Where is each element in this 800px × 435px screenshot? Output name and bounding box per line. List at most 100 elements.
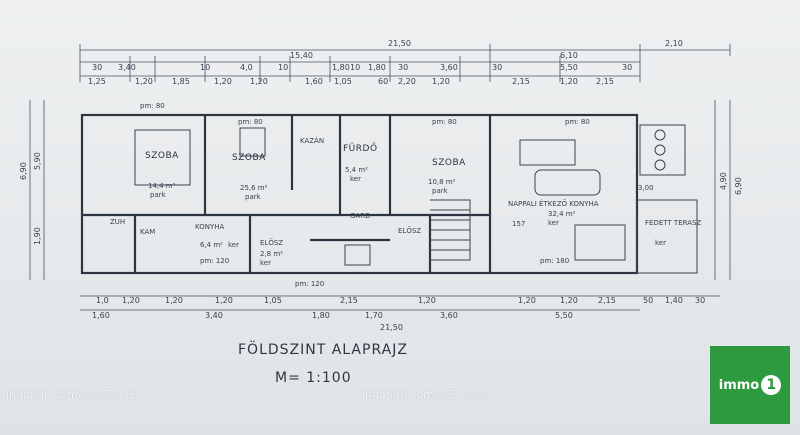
room-konyha-area: 6,4 m²: [200, 241, 223, 249]
dim-b1-10: 50: [643, 296, 653, 305]
room-labels: SZOBA 14,4 m² park SZOBA 25,6 m² park KA…: [110, 136, 701, 267]
dim-left-0: 6,90: [19, 162, 28, 180]
dim-r2-8: 30: [398, 63, 408, 72]
dim-r3-9: 1,20: [432, 77, 450, 86]
dim-b1-11: 1,40: [665, 296, 683, 305]
dim-r2-11: 5,50: [560, 63, 578, 72]
room-szoba-2-area: 25,6 m²: [240, 184, 268, 192]
dim-b2-3: 1,70: [365, 311, 383, 320]
dim-b1-7: 1,20: [518, 296, 536, 305]
room-szoba-3-floor: park: [432, 187, 449, 195]
dim-left-1: 5,90: [33, 152, 42, 170]
annotation-2: pm: 80: [432, 118, 457, 126]
room-gard: GARD: [350, 212, 370, 220]
room-szoba-1-area: 14,4 m²: [148, 182, 176, 190]
dim-r3-1: 1,20: [135, 77, 153, 86]
side-dimension-labels: 6,90 5,90 1,90 4,90 6,90: [19, 152, 743, 245]
dim-r2-3: 4,0: [240, 63, 253, 72]
room-konyha: KONYHA: [195, 223, 224, 231]
annotation-7: 3,00: [638, 184, 654, 192]
annotation-6: pm: 120: [295, 280, 324, 288]
dim-b1-12: 30: [695, 296, 705, 305]
dim-side-top: 6,10: [560, 51, 578, 60]
room-szoba-2: SZOBA: [232, 153, 266, 163]
dim-r3-11: 1,20: [560, 77, 578, 86]
dim-r2-12: 30: [622, 63, 632, 72]
dim-b2-0: 1,60: [92, 311, 110, 320]
dim-r2-6: 10: [350, 63, 360, 72]
room-nappali-floor: ker: [548, 219, 559, 227]
annotation-1: pm: 80: [238, 118, 263, 126]
dim-r2-2: 10: [200, 63, 210, 72]
dim-left-2: 1,90: [33, 227, 42, 245]
room-zuh: ZUH: [110, 218, 125, 226]
dim-overall-bottom: 21,50: [380, 323, 403, 332]
annotation-5: pm: 180: [540, 257, 569, 265]
dim-b2-1: 3,40: [205, 311, 223, 320]
plan-scale: M= 1:100: [275, 370, 352, 386]
fixtures: [134, 124, 698, 274]
dim-b1-3: 1,20: [215, 296, 233, 305]
logo-text: immo: [718, 377, 760, 393]
dim-main-top: 15,40: [290, 51, 313, 60]
room-kam: KAM: [140, 228, 155, 236]
room-szoba-1: SZOBA: [145, 151, 179, 161]
room-furdo-area: 5,4 m²: [345, 166, 368, 174]
dim-b1-0: 1,0: [96, 296, 109, 305]
room-konyha-floor: ker: [228, 241, 239, 249]
dim-r3-5: 1,60: [305, 77, 323, 86]
bottom-dimension-labels: 1,0 1,20 1,20 1,20 1,05 2,15 1,20 1,20 1…: [92, 296, 705, 332]
dim-b1-4: 1,05: [264, 296, 282, 305]
watermark-center: ingatlan.com/35373316: [362, 388, 494, 401]
room-szoba-2-floor: park: [245, 193, 262, 201]
dim-b1-5: 2,15: [340, 296, 358, 305]
room-elosz-1: ELŐSZ: [260, 238, 283, 247]
dim-b1-1: 1,20: [122, 296, 140, 305]
room-szoba-3-area: 10,8 m²: [428, 178, 456, 186]
annotation-labels: pm: 80 pm: 80 pm: 80 pm: 80 pm: 120 pm: …: [140, 102, 654, 288]
dim-r3-2: 1,85: [172, 77, 190, 86]
dim-b1-6: 1,20: [418, 296, 436, 305]
dim-b2-2: 1,80: [312, 311, 330, 320]
dim-b1-9: 2,15: [598, 296, 616, 305]
dim-b2-4: 3,60: [440, 311, 458, 320]
annotation-8: 157: [512, 220, 525, 228]
plan-title: FÖLDSZINT ALAPRAJZ: [238, 342, 408, 358]
dim-b1-2: 1,20: [165, 296, 183, 305]
dim-r2-1: 3,40: [118, 63, 136, 72]
top-dimension-labels: 21,50 15,40 6,10 2,10 30 3,40 10 4,0 10 …: [88, 39, 683, 86]
room-furdo: FÜRDŐ: [343, 143, 378, 154]
room-elosz-1-floor: ker: [260, 259, 271, 267]
dim-r3-10: 2,15: [512, 77, 530, 86]
dim-r2-10: 30: [492, 63, 502, 72]
dim-r2-7: 1,80: [368, 63, 386, 72]
annotation-0: pm: 80: [140, 102, 165, 110]
annotation-3: pm: 80: [565, 118, 590, 126]
room-terasz-floor: ker: [655, 239, 666, 247]
dim-b1-8: 1,20: [560, 296, 578, 305]
dim-r3-12: 2,15: [596, 77, 614, 86]
dim-r2-0: 30: [92, 63, 102, 72]
watermark-left: ingatlan.com/35373316: [6, 388, 138, 401]
dimension-lines: [29, 44, 731, 311]
room-elosz-1-area: 2,8 m²: [260, 250, 283, 258]
room-furdo-floor: ker: [350, 175, 361, 183]
dim-r3-8: 2,20: [398, 77, 416, 86]
dim-right-1: 6,90: [734, 177, 743, 195]
dim-r3-0: 1,25: [88, 77, 106, 86]
room-kazan: KAZÁN: [300, 136, 324, 145]
room-szoba-1-floor: park: [150, 191, 167, 199]
dim-r2-5: 1,80: [332, 63, 350, 72]
dim-r3-6: 1,05: [334, 77, 352, 86]
dim-extra-top: 2,10: [665, 39, 683, 48]
dim-right-0: 4,90: [719, 172, 728, 190]
room-nappali: NAPPALI ÉTKEZŐ KONYHA: [508, 199, 599, 208]
dim-b2-5: 5,50: [555, 311, 573, 320]
dim-r3-4: 1,20: [250, 77, 268, 86]
dim-r3-3: 1,20: [214, 77, 232, 86]
room-terasz: FEDETT TERASZ: [645, 219, 701, 227]
room-szoba-3: SZOBA: [432, 158, 466, 168]
walls: [80, 113, 639, 275]
